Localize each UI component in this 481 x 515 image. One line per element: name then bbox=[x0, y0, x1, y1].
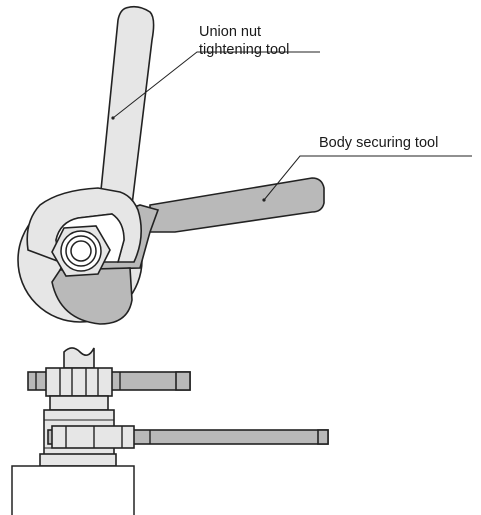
union-nut-tool-label-line2: tightening tool bbox=[199, 42, 290, 58]
body-securing-tool bbox=[149, 177, 325, 233]
body-securing-tool-label: Body securing tool bbox=[319, 135, 439, 151]
fitting-collar bbox=[49, 395, 109, 411]
union-nut-tightening-tool-handle bbox=[97, 5, 155, 213]
union-nut-tool-label: Union nut tightening tool bbox=[199, 23, 289, 59]
tube-stub bbox=[63, 347, 95, 369]
fitting-flange bbox=[39, 453, 117, 467]
base-block bbox=[11, 465, 135, 515]
leader-line-body-securing bbox=[263, 155, 472, 201]
leader-line-union-nut bbox=[112, 51, 320, 119]
body-securing-tool-hook bbox=[51, 267, 133, 325]
union-nut-tool-label-line1: Union nut bbox=[199, 24, 262, 40]
fitting-ring-inner bbox=[70, 240, 92, 262]
